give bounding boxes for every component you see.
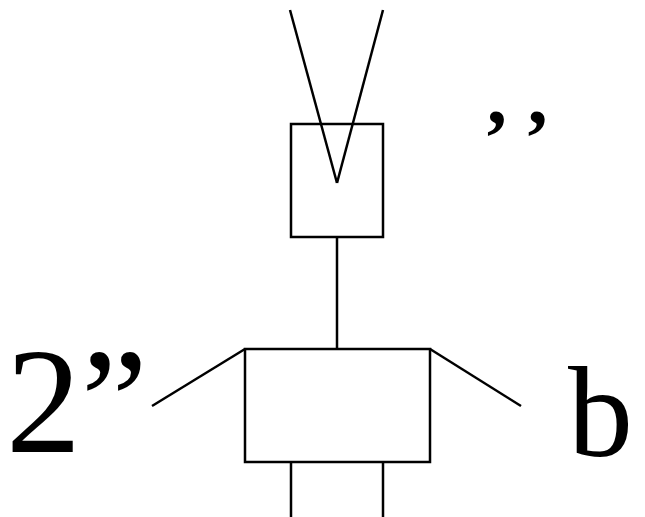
leg-line: [290, 462, 293, 517]
neck-line: [336, 237, 339, 349]
figure-label: b: [568, 347, 633, 477]
body-box: [245, 349, 430, 462]
leg-line: [382, 462, 385, 517]
head-box: [291, 124, 383, 237]
arm-line: [430, 349, 521, 406]
antenna-line: [337, 10, 383, 183]
arm-line: [152, 349, 245, 406]
figure-label: ’ ’: [483, 98, 550, 178]
figure-label: 2”: [6, 326, 148, 476]
antenna-line: [290, 10, 337, 183]
